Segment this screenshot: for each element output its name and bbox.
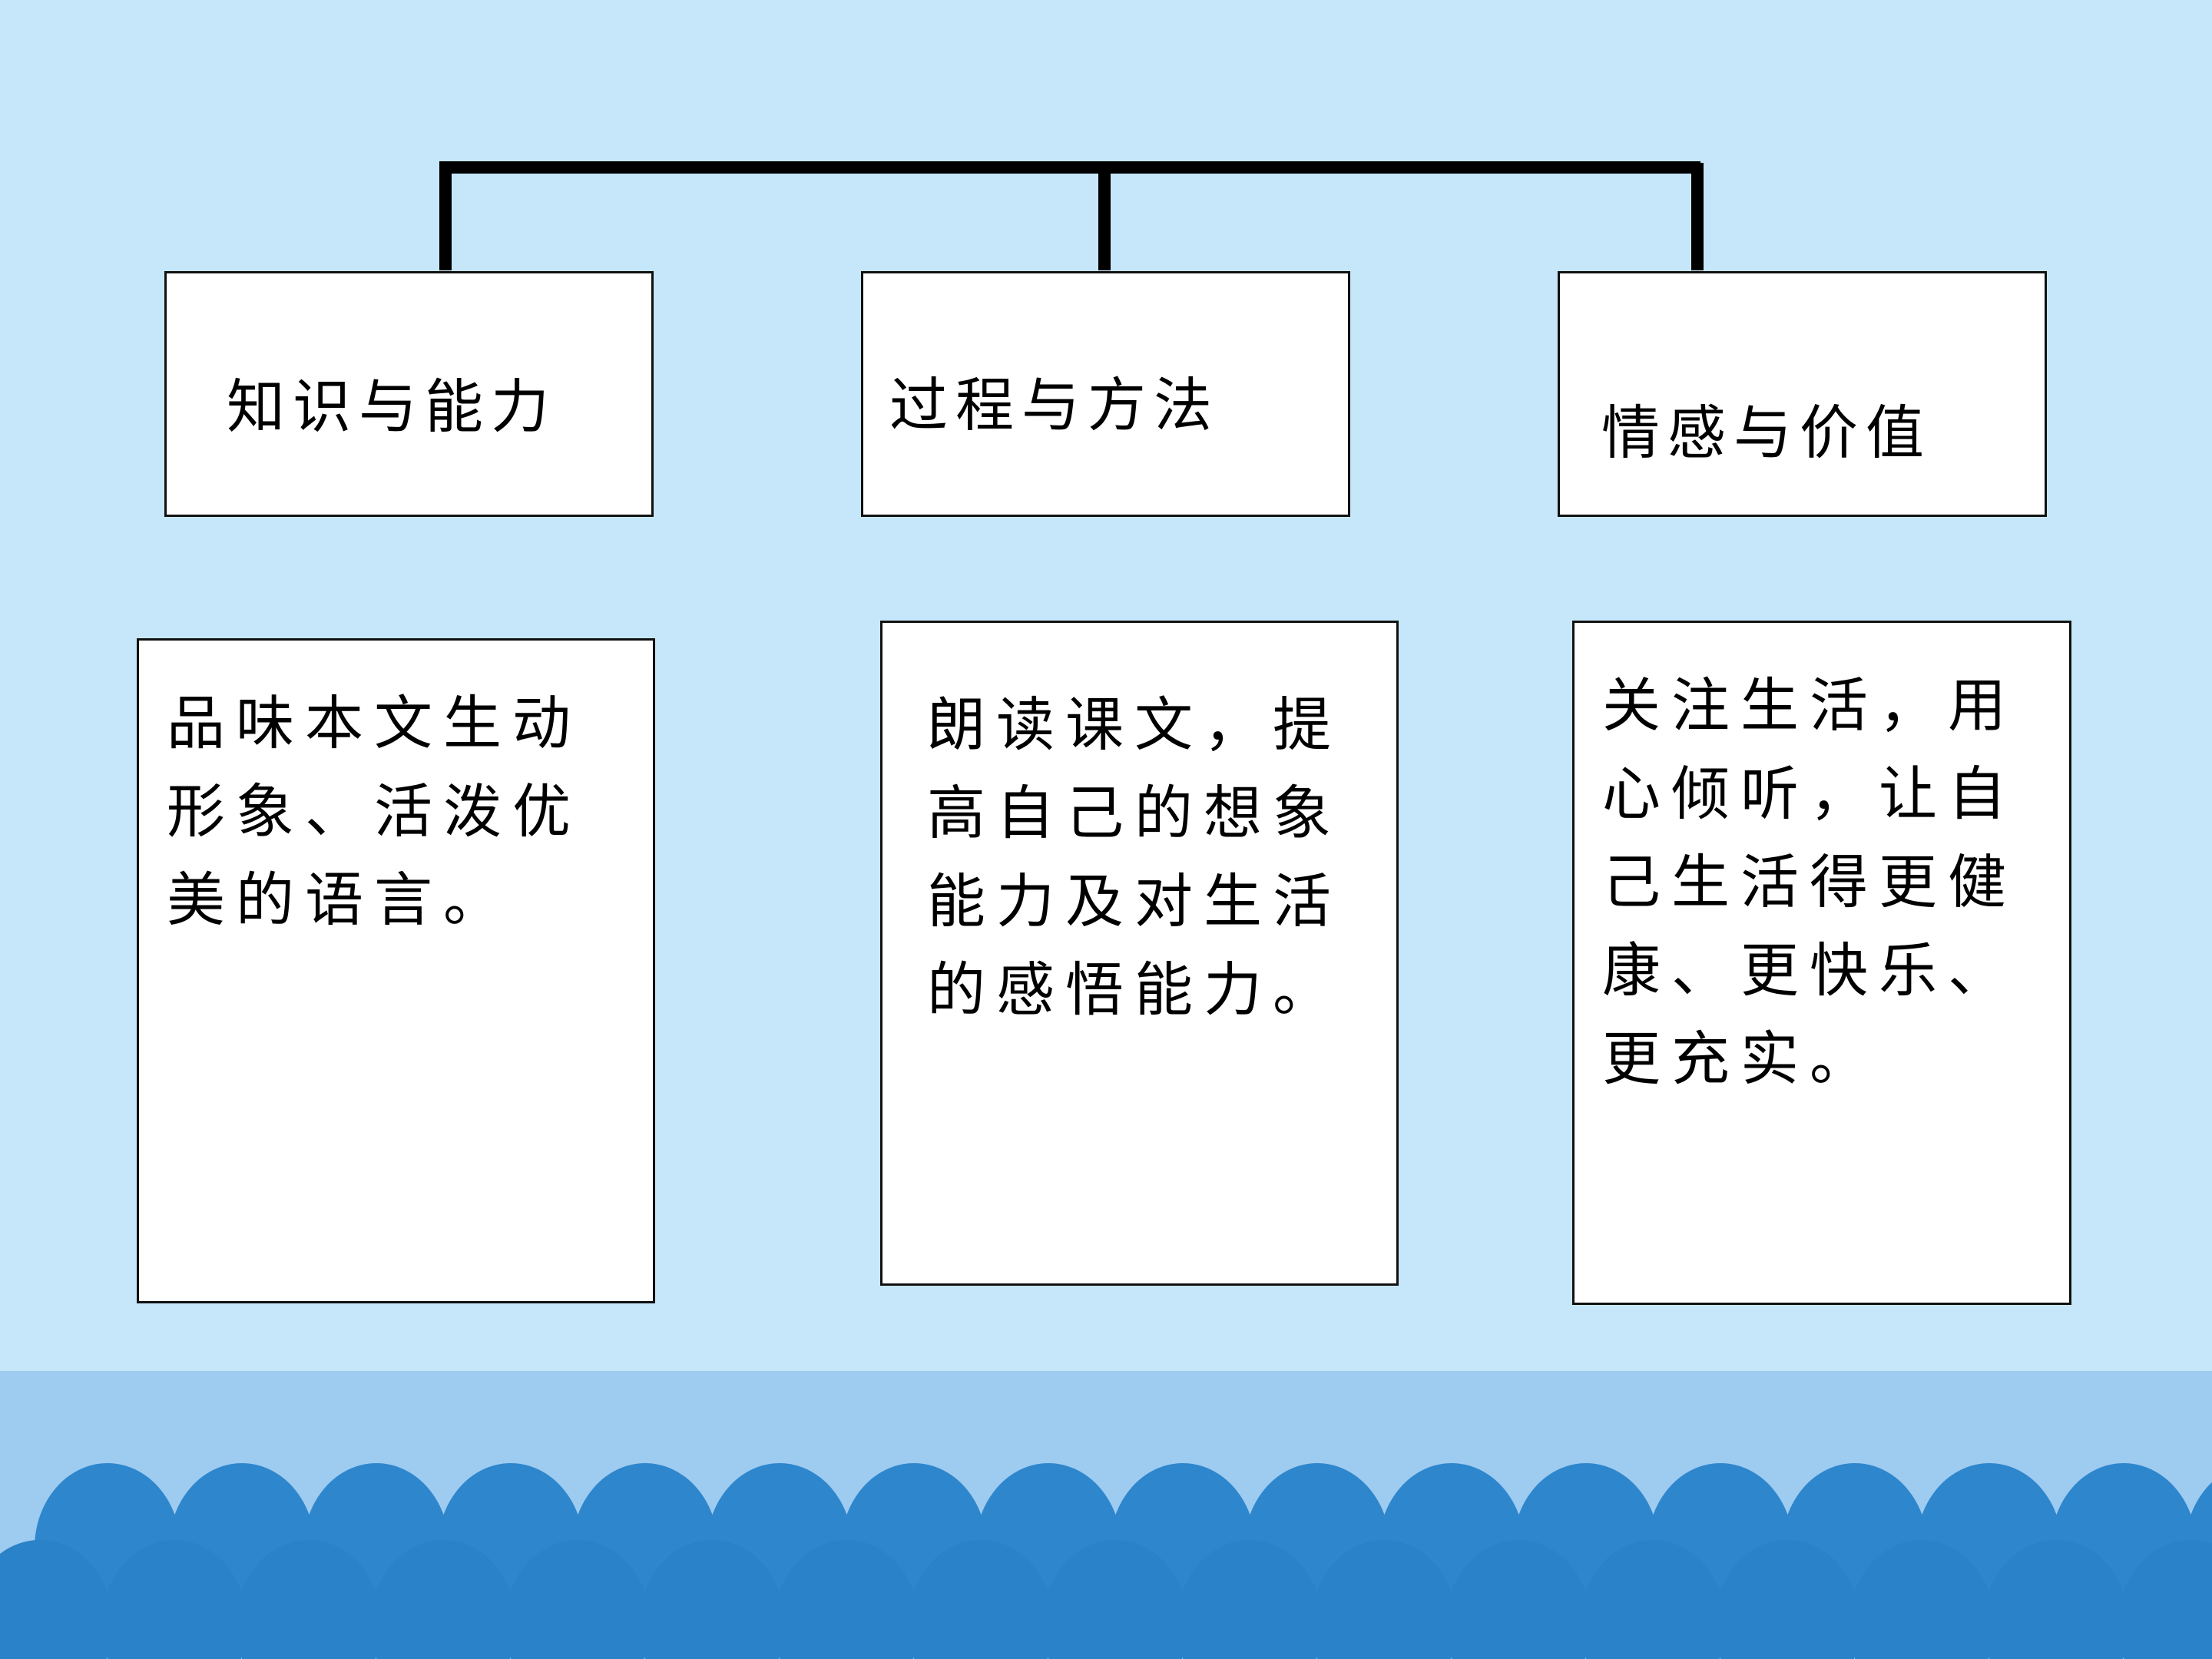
- description-line: 品味本文生动: [167, 689, 581, 757]
- wave-scallop: [639, 1540, 785, 1659]
- description-line: 康、更快乐、: [1602, 936, 2017, 1005]
- description-line: 高自己的想象: [927, 779, 1342, 847]
- description-line: 能力及对生活: [927, 867, 1342, 935]
- wave-scallop: [236, 1540, 382, 1659]
- description-box-values: 关注生活，用 心倾听，让自 己生活得更健 康、更快乐、 更充实。: [1572, 621, 2071, 1305]
- hierarchy-connector: [439, 161, 1704, 270]
- wave-decoration: [0, 1463, 2212, 1659]
- description-line: 关注生活，用: [1602, 671, 2017, 740]
- wave-scallop: [1849, 1540, 1995, 1659]
- wave-scallop: [101, 1540, 247, 1659]
- wave-scallop: [773, 1540, 919, 1659]
- wave-scallop: [505, 1540, 651, 1659]
- description-line: 的感悟能力。: [927, 955, 1342, 1024]
- wave-scallop: [1445, 1540, 1591, 1659]
- wave-scallop: [908, 1540, 1054, 1659]
- wave-scallop: [0, 1540, 113, 1659]
- description-box-process: 朗读课文，提 高自己的想象 能力及对生活 的感悟能力。: [880, 621, 1399, 1286]
- wave-scallop: [1177, 1540, 1323, 1659]
- description-line: 美的语言。: [167, 866, 512, 934]
- wave-scallop: [2118, 1540, 2212, 1659]
- description-line: 己生活得更健: [1602, 848, 2017, 916]
- description-line: 更充实。: [1602, 1025, 1879, 1093]
- heading-box-values: 情感与价值: [1558, 271, 2047, 517]
- description-line: 心倾听，让自: [1602, 760, 2017, 828]
- description-line: 形象、活泼优: [167, 777, 581, 846]
- heading-process: 过程与方法: [889, 371, 1220, 439]
- description-line: 朗读课文，提: [927, 690, 1342, 759]
- heading-box-process: 过程与方法: [861, 271, 1350, 517]
- heading-values: 情感与价值: [1601, 399, 1932, 467]
- heading-knowledge: 知识与能力: [227, 373, 557, 441]
- heading-box-knowledge: 知识与能力: [164, 271, 654, 517]
- wave-scallop: [1042, 1540, 1188, 1659]
- wave-scallop: [1311, 1540, 1457, 1659]
- wave-scallop: [1983, 1540, 2129, 1659]
- wave-scallop: [370, 1540, 516, 1659]
- wave-scallop: [1580, 1540, 1726, 1659]
- wave-scallop: [1714, 1540, 1860, 1659]
- description-box-knowledge: 品味本文生动 形象、活泼优 美的语言。: [137, 638, 655, 1303]
